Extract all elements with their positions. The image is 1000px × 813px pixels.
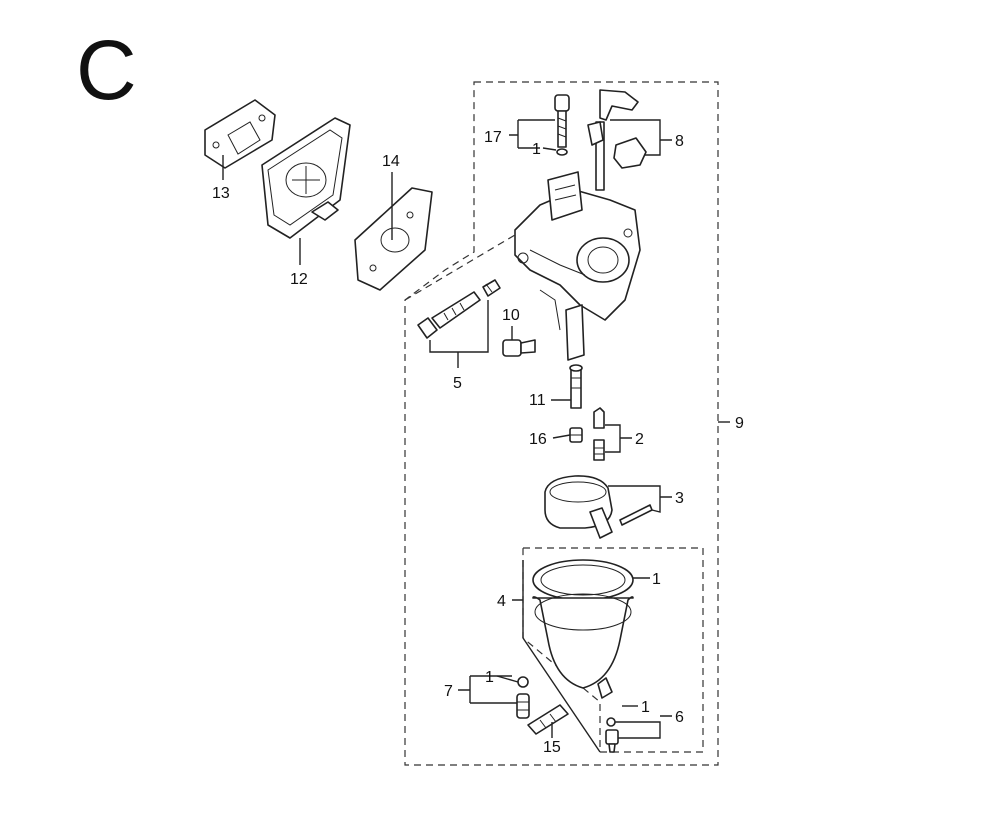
callout-5: 5: [453, 375, 462, 392]
part-3-float: [544, 475, 653, 539]
callout-labels: 17 1 8 13 12 14 10 5 11 16 2 9 3 4 1 7 1…: [212, 129, 744, 756]
callout-15: 15: [543, 739, 561, 756]
assembly-9-boundary-link: [404, 231, 521, 301]
callout-1-drain: 1: [485, 669, 494, 686]
callout-1-top: 1: [532, 141, 541, 158]
callout-6: 6: [675, 709, 684, 726]
part-15-drain-fitting: [527, 704, 569, 735]
callout-1-bolt: 1: [641, 699, 650, 716]
part-16-jet: [569, 427, 583, 443]
callout-17: 17: [484, 129, 502, 146]
part-7-drain-screw: [516, 676, 530, 719]
part-8-choke-lever: [587, 89, 647, 191]
callout-9: 9: [735, 415, 744, 432]
callout-8: 8: [675, 133, 684, 150]
callout-2: 2: [635, 431, 644, 448]
callout-10: 10: [502, 307, 520, 324]
part-10-bolt: [502, 339, 536, 357]
leader-lines: [222, 119, 730, 753]
callout-16: 16: [529, 431, 547, 448]
part-5-pilot-screw: [417, 279, 501, 339]
section-letter: C: [76, 23, 137, 117]
part-12-insulator: [261, 117, 351, 239]
callout-3: 3: [675, 490, 684, 507]
callout-13: 13: [212, 185, 230, 202]
part-17-screw: [554, 94, 570, 156]
part-4-float-bowl: [532, 559, 634, 699]
part-11-nozzle: [569, 364, 583, 409]
callout-4: 4: [497, 593, 506, 610]
callout-11: 11: [529, 392, 546, 409]
part-2-float-valve: [593, 407, 605, 461]
callout-14: 14: [382, 153, 400, 170]
callout-12: 12: [290, 271, 308, 288]
part-14-gasket: [354, 187, 433, 291]
part-6-bolt: [605, 717, 619, 753]
part-13-gasket: [204, 99, 276, 169]
callout-1-bowl: 1: [652, 571, 661, 588]
carburetor-body: [514, 171, 641, 361]
callout-7: 7: [444, 683, 453, 700]
